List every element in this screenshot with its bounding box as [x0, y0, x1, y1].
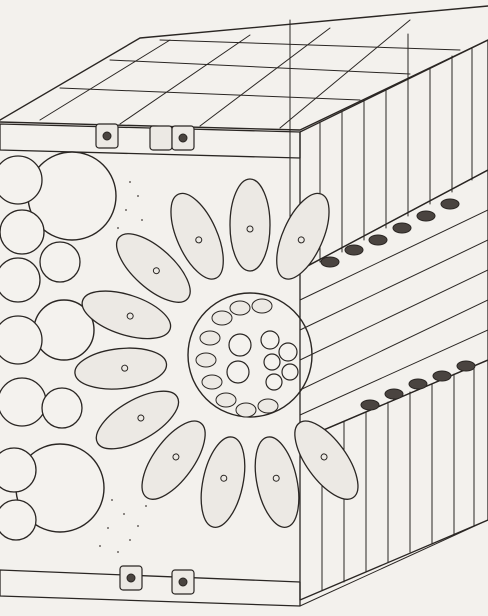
left-mesophyll-cells [0, 151, 117, 541]
lower-epidermis [0, 519, 488, 607]
bundle-sheath-ring [72, 178, 371, 532]
vascular-bundle [187, 292, 313, 418]
chloroplast-clusters-right [320, 198, 476, 411]
longitudinal-vein-strands [299, 169, 488, 441]
stipple-texture [99, 181, 147, 553]
